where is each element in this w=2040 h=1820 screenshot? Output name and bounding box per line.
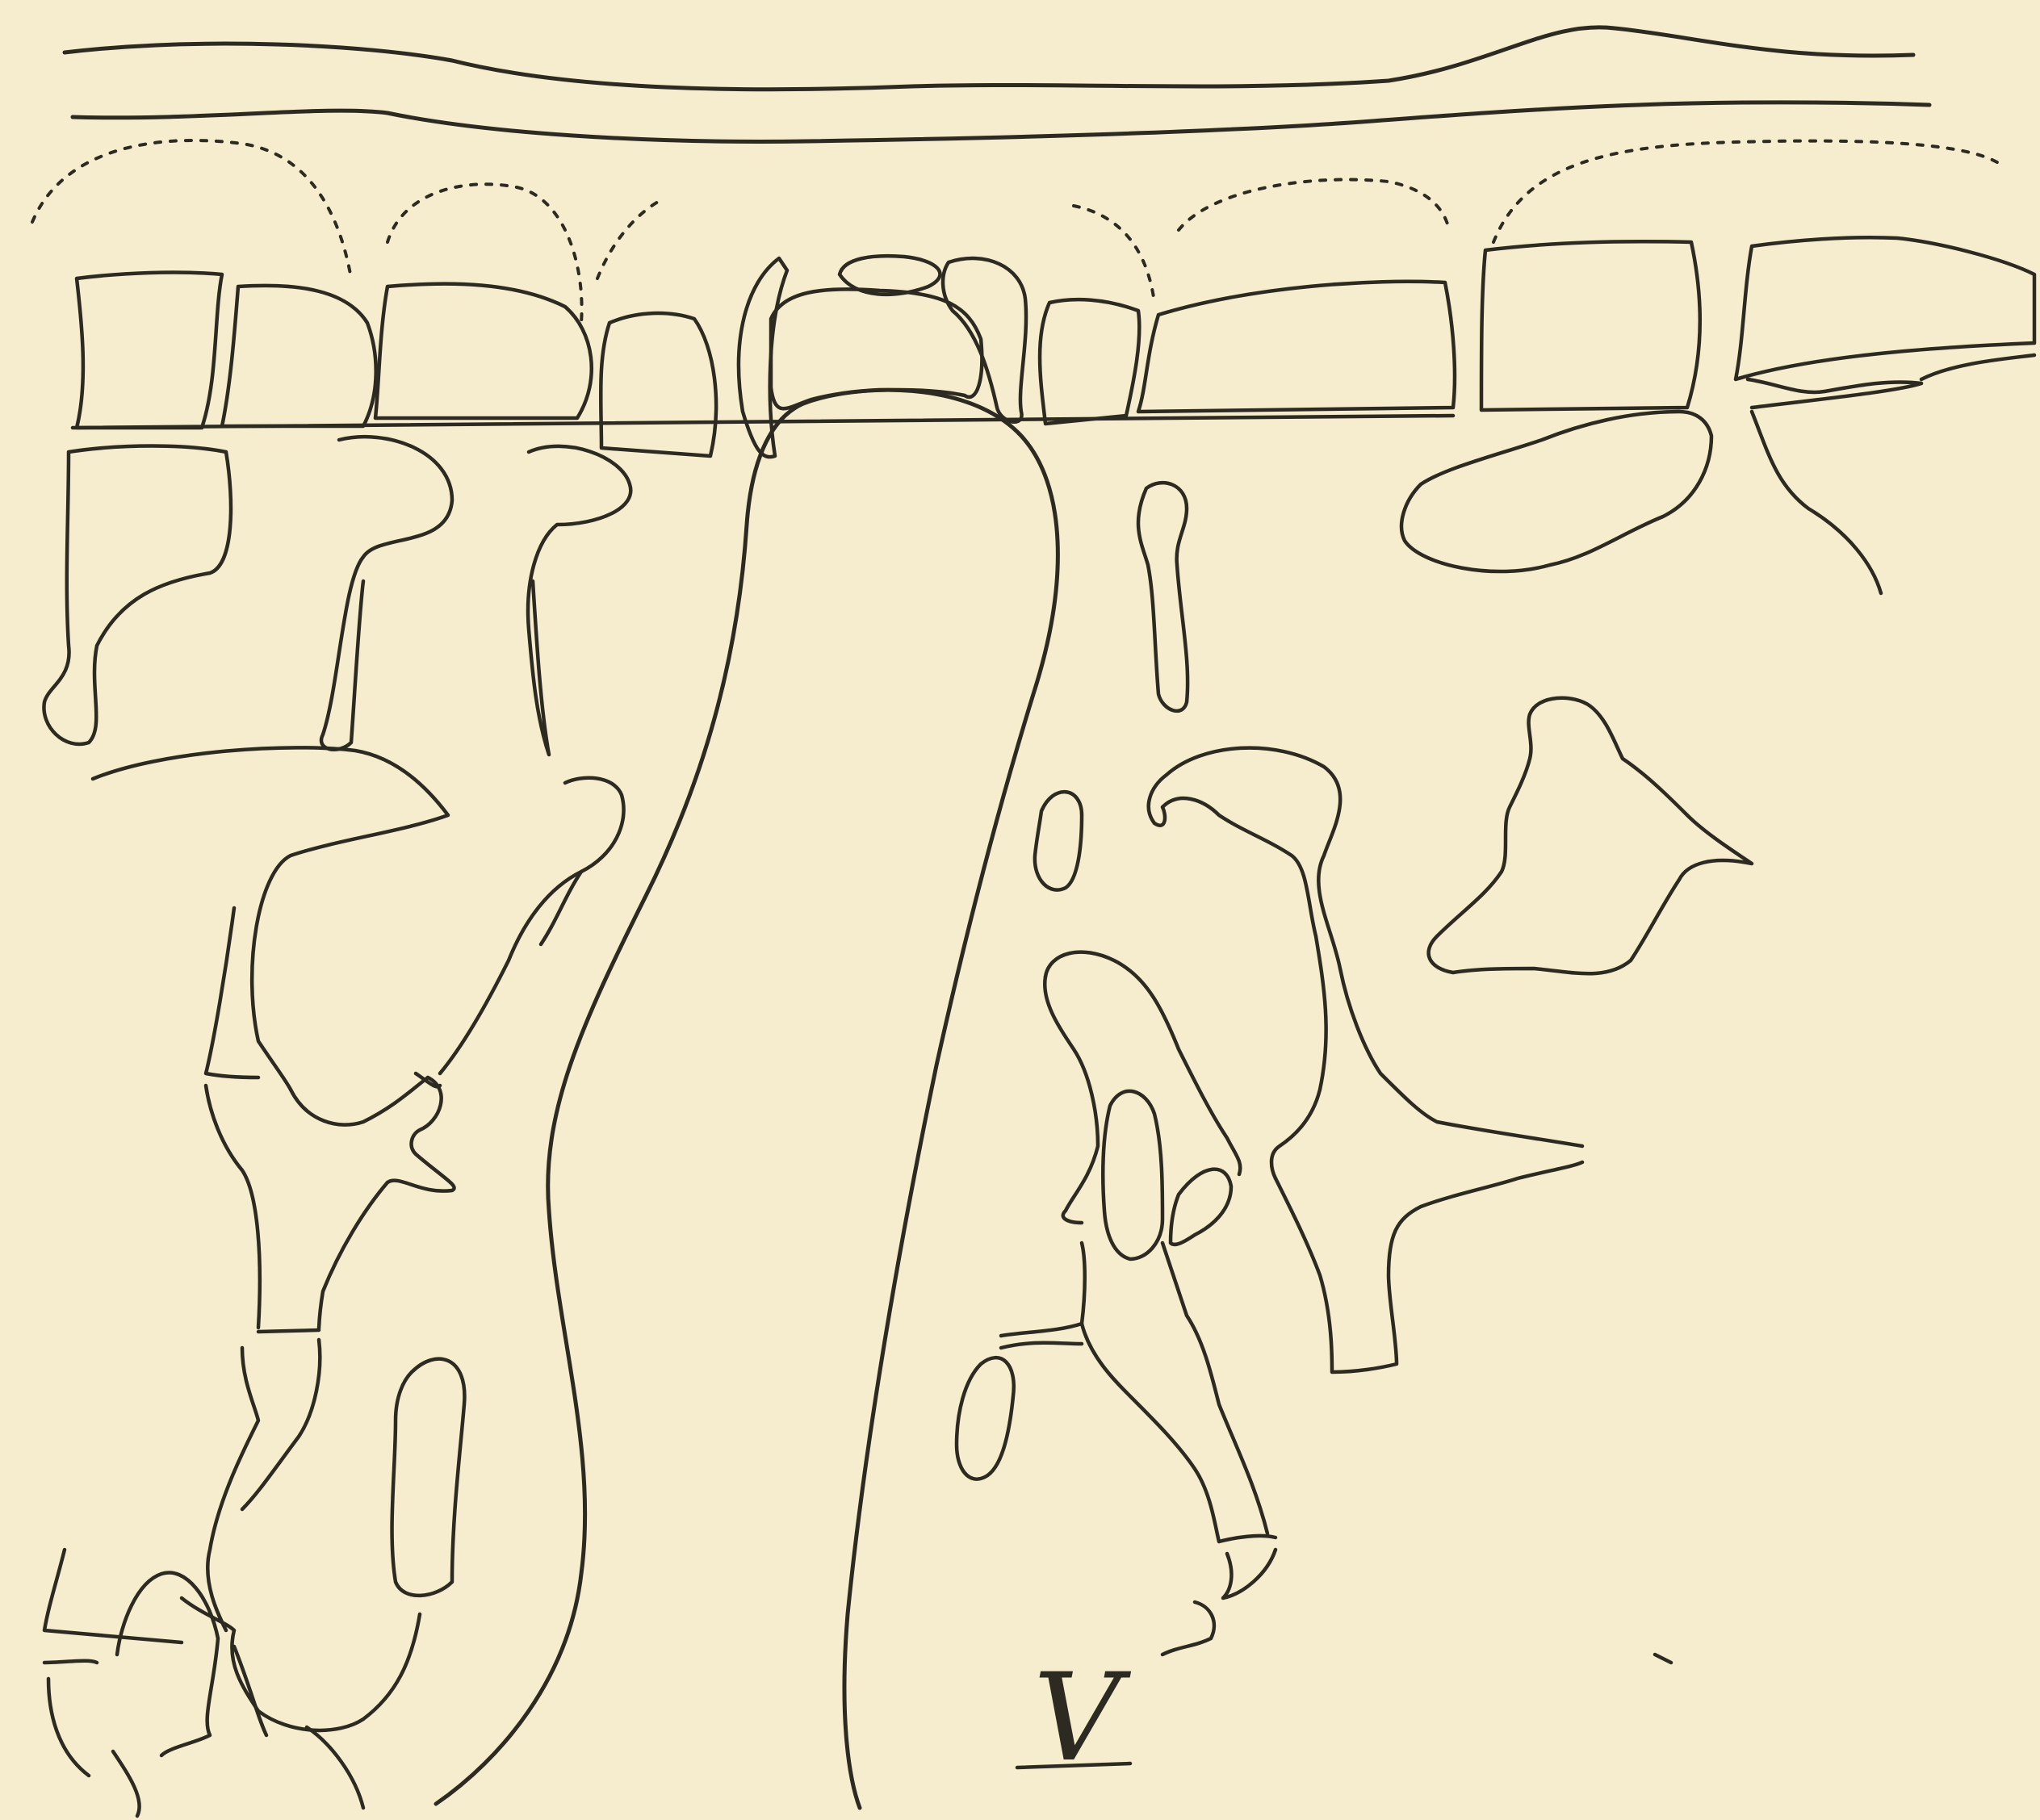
cortical-cell	[258, 1330, 319, 1332]
cortical-cell	[1045, 977, 1098, 1223]
cortical-cell	[93, 747, 448, 1090]
cortical-cell	[1429, 698, 1752, 973]
epidermal-cell	[1040, 299, 1139, 424]
cortical-cell	[1167, 748, 1582, 1146]
cortical-cell	[206, 1086, 260, 1328]
cortical-cell	[44, 1550, 182, 1642]
cortical-cell	[1001, 1343, 1082, 1348]
epidermal-cell	[1736, 237, 2034, 379]
epidermal-cell	[840, 256, 940, 295]
cortical-cell	[307, 1727, 363, 1808]
epidermal-cell	[1481, 241, 1700, 410]
epidermal-cell	[222, 286, 376, 426]
cortical-cell	[1045, 952, 1240, 1174]
epidermal-cell	[375, 284, 592, 418]
cortical-cell	[319, 1077, 454, 1328]
cortical-cell	[1162, 1602, 1214, 1655]
epidermal-cell	[1138, 282, 1455, 412]
cortical-cell	[1001, 1243, 1085, 1336]
cortical-cell	[1655, 1655, 1671, 1663]
cortical-cell	[182, 1598, 420, 1730]
dotted-arc	[1074, 206, 1154, 303]
dotted-arc	[597, 202, 658, 278]
dotted-arc	[32, 140, 351, 278]
cortical-cell	[291, 1077, 428, 1125]
cortical-cell	[321, 437, 452, 750]
cortical-cell	[1401, 412, 1711, 571]
trichome-outline	[436, 404, 803, 1804]
epidermal-cell	[601, 313, 716, 456]
cortical-cell	[1752, 412, 1881, 593]
cortical-cell	[48, 1679, 89, 1776]
cortical-cell	[1035, 792, 1082, 889]
cortical-cell	[242, 1340, 320, 1509]
epidermis-base-line	[73, 416, 1453, 428]
right-cortical-cells	[957, 412, 1881, 1663]
cortical-cell	[1219, 1536, 1276, 1542]
inner-surface-line	[73, 103, 1929, 142]
epidermis-cells	[73, 237, 2034, 457]
cortical-cell	[113, 1751, 140, 1816]
cortical-cell	[957, 1358, 1014, 1479]
epidermal-cell	[739, 258, 787, 457]
surface-cuticle	[65, 27, 1929, 142]
outer-surface-line	[65, 27, 1913, 90]
cortical-cell	[1276, 1162, 1582, 1372]
trichome-outline	[803, 390, 1058, 1808]
cortical-cell	[1223, 1550, 1276, 1598]
dotted-arc	[1179, 180, 1449, 231]
cortical-cell	[528, 446, 630, 755]
cortical-cell	[1082, 1324, 1219, 1542]
epidermal-cell	[77, 273, 222, 428]
cortical-cell	[44, 1661, 97, 1663]
cortical-cell	[234, 1646, 266, 1735]
cortical-cell	[1138, 483, 1188, 711]
cortical-cell	[1149, 775, 1326, 1178]
cortical-cell	[392, 1359, 465, 1596]
cell-wall-line	[1921, 355, 2034, 379]
dotted-arc	[1493, 141, 2002, 242]
cortical-cell	[440, 778, 624, 1073]
cortical-cell	[1103, 1091, 1162, 1259]
cortical-cell	[1162, 1243, 1267, 1533]
cortical-cell	[207, 1348, 258, 1630]
cortical-cell	[44, 446, 231, 744]
cortical-cells	[44, 437, 630, 1816]
cortical-cell	[117, 1572, 218, 1755]
cortical-cell	[1171, 1169, 1231, 1245]
